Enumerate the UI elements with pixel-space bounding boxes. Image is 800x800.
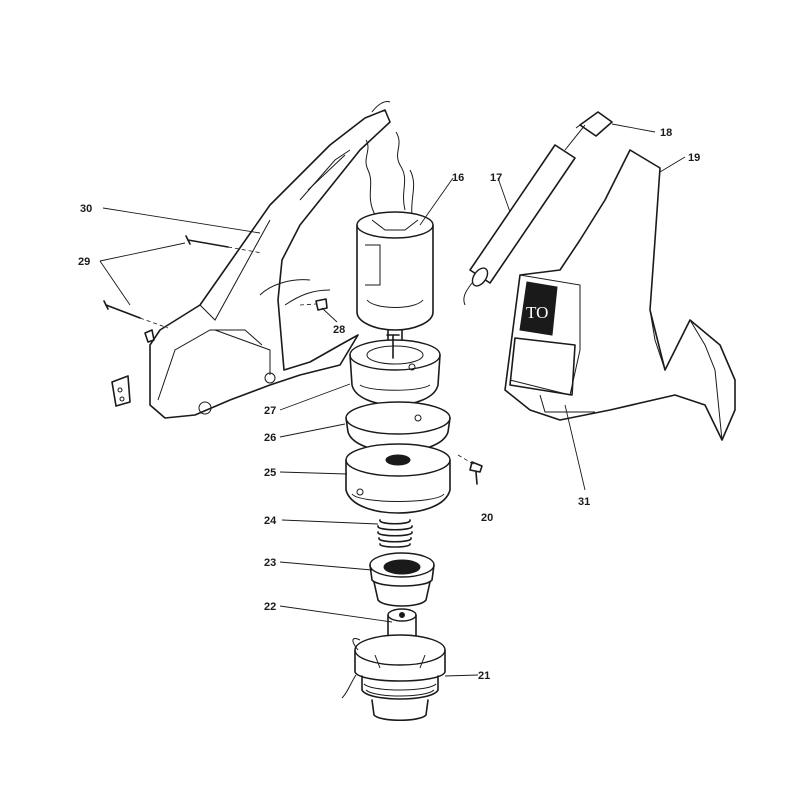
callout-29: 29 [78,256,90,268]
logo-text: TO [526,303,548,322]
part-16-motor [356,131,434,346]
callout-26: 26 [264,432,276,444]
part-21-bump-head [341,634,446,722]
callout-16: 16 [452,172,464,184]
callout-28: 28 [333,324,345,336]
callout-22: 22 [264,601,276,613]
part-19-right-housing: TO [504,149,736,441]
bracket-clip [111,375,131,407]
callout-25: 25 [264,467,276,479]
callout-18: 18 [660,127,672,139]
part-28-screw [299,298,328,311]
callout-labels: 30 29 28 16 17 18 19 27 26 25 20 24 23 2… [78,127,700,682]
part-27-adapter [349,334,441,406]
part-23-spool [369,552,435,607]
callout-31: 31 [578,496,590,508]
part-24-spring [377,519,413,548]
callout-20: 20 [481,512,493,524]
callout-17: 17 [490,172,502,184]
part-30-left-housing [149,101,391,419]
part-25-spool-housing [345,443,451,514]
callout-27: 27 [264,405,276,417]
callout-21: 21 [478,670,490,682]
leader-lines [99,123,686,677]
callout-30: 30 [80,203,92,215]
part-20-screw [457,454,483,485]
part-18-connector [575,111,613,137]
callout-24: 24 [264,515,277,527]
callout-19: 19 [688,152,700,164]
part-17-tube [463,124,586,306]
part-29-screws [103,235,263,343]
callout-23: 23 [264,557,276,569]
